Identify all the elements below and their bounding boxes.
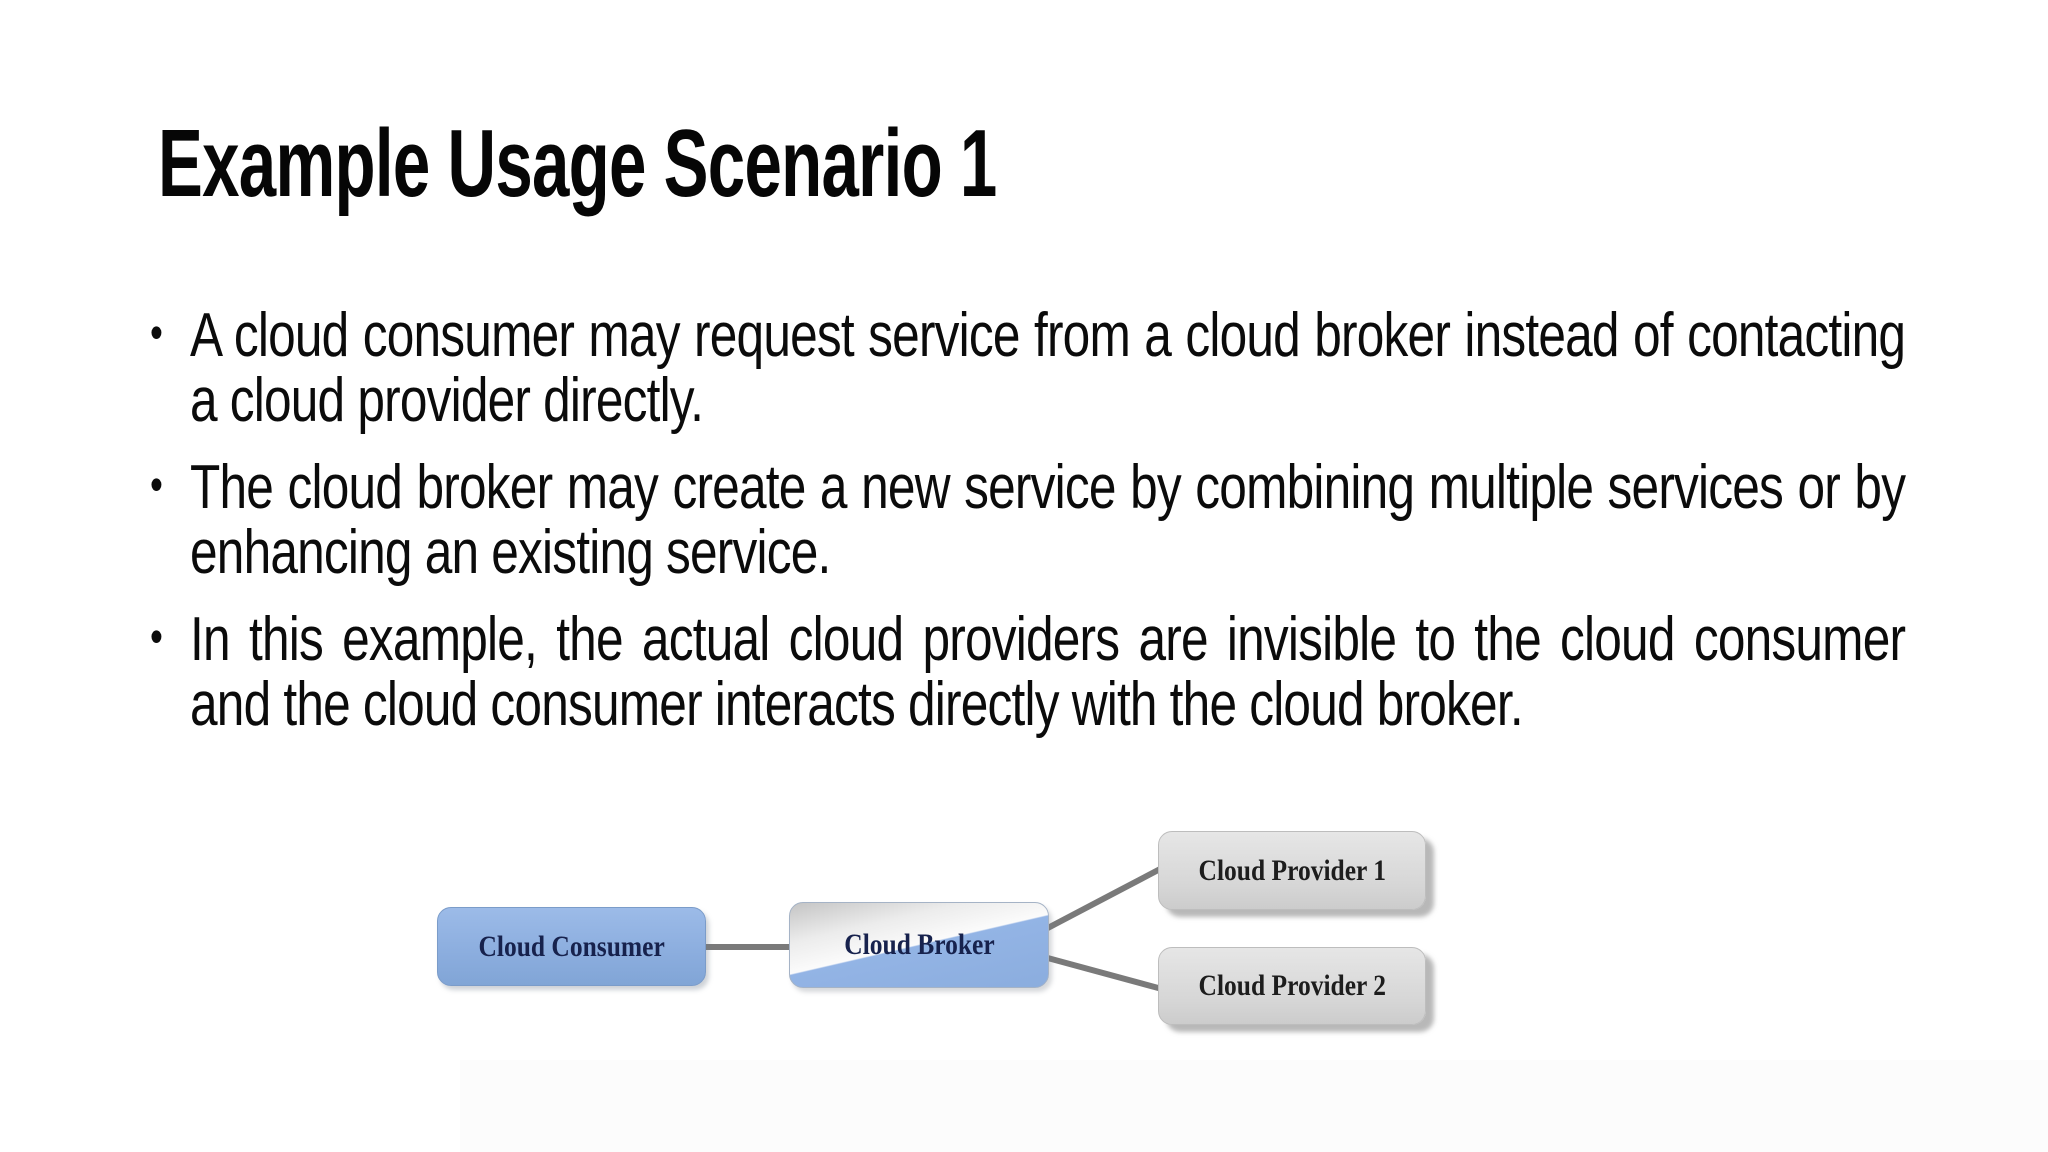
node-cloud-provider-1: Cloud Provider 1 [1158,831,1426,910]
slide-title: Example Usage Scenario 1 [158,110,997,217]
bottom-tint [460,1060,2048,1152]
bullet-item: • In this example, the actual cloud prov… [150,605,1906,739]
bullet-marker: • [150,610,163,662]
node-label: Cloud Consumer [478,929,665,963]
bullet-list: • A cloud consumer may request service f… [150,301,1906,759]
bullet-marker: • [150,306,163,358]
bullet-text: In this example, the actual cloud provid… [190,605,1906,739]
connector-broker-provider2 [1043,954,1163,992]
bullet-item: • A cloud consumer may request service f… [150,301,1906,435]
node-cloud-provider-2: Cloud Provider 2 [1158,947,1426,1025]
node-label: Cloud Provider 2 [1198,969,1386,1002]
node-label: Cloud Broker [843,928,995,961]
node-label: Cloud Provider 1 [1198,853,1386,887]
bullet-item: • The cloud broker may create a new serv… [150,453,1906,587]
bullet-text: The cloud broker may create a new servic… [190,453,1906,587]
connector-broker-provider1 [1042,865,1164,933]
node-cloud-broker: Cloud Broker [789,902,1049,988]
bullet-text: A cloud consumer may request service fro… [190,301,1906,435]
node-cloud-consumer: Cloud Consumer [437,907,706,986]
bullet-marker: • [150,458,163,510]
